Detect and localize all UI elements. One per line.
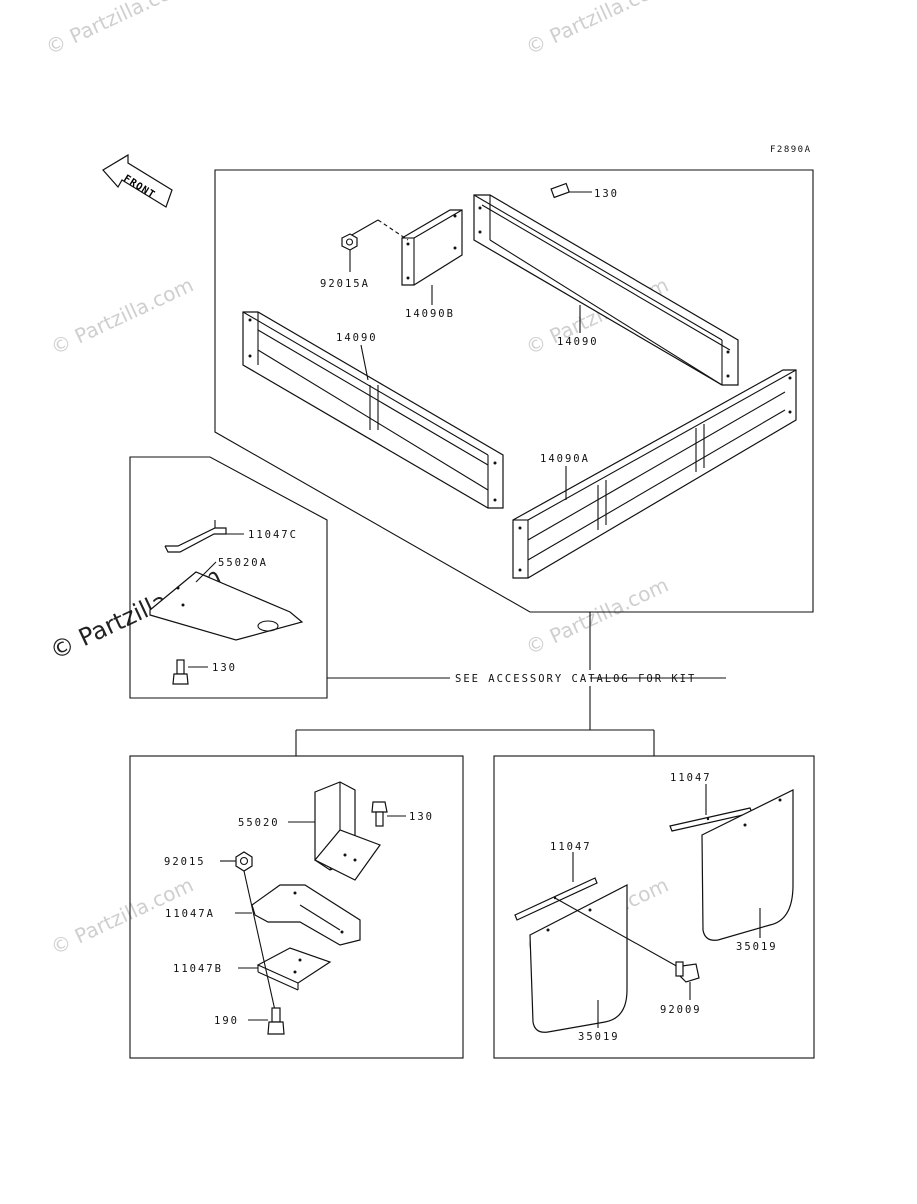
- label-55020: 55020: [238, 817, 280, 829]
- bolt-130-left: [172, 659, 208, 685]
- bolt-190: [248, 1007, 285, 1035]
- diagram-code: F2890A: [770, 145, 812, 155]
- label-14090-left: 14090: [336, 332, 378, 344]
- rail-14090-left: [242, 311, 504, 509]
- label-130-mid: 130: [409, 811, 434, 823]
- bracket-11047C: [164, 520, 244, 553]
- watermark: © Partzilla.com: [47, 273, 197, 360]
- label-14090B: 14090B: [405, 308, 455, 320]
- front-arrow-icon: FRONT: [102, 153, 173, 208]
- label-11047A: 11047A: [165, 908, 215, 920]
- label-11047C: 11047C: [248, 529, 298, 541]
- watermark: © Partzilla.com: [42, 0, 192, 60]
- screw-92009: [554, 897, 700, 1000]
- label-130-left: 130: [212, 662, 237, 674]
- label-11047-top: 11047: [670, 772, 712, 784]
- mudflap-35019-left: [529, 884, 628, 1033]
- label-11047-mid: 11047: [550, 841, 592, 853]
- label-14090-right: 14090: [557, 336, 599, 348]
- bolt-130-mid: [371, 801, 406, 827]
- bolt-130-top: [550, 182, 592, 199]
- panel-14090B: [349, 209, 463, 286]
- skid-plate-box: [129, 456, 328, 699]
- hitch-11047A: [251, 884, 361, 946]
- label-92009: 92009: [660, 1004, 702, 1016]
- nut-92015A: [341, 233, 358, 272]
- label-92015A: 92015A: [320, 278, 370, 290]
- hitch-box: [129, 755, 464, 1059]
- watermark: © Partzilla.com: [522, 573, 672, 660]
- label-14090A: 14090A: [540, 453, 590, 465]
- label-190: 190: [214, 1015, 239, 1027]
- label-130: 130: [594, 188, 619, 200]
- bed-rails-box: [214, 169, 814, 613]
- label-11047B: 11047B: [173, 963, 223, 975]
- label-35019-left: 35019: [578, 1031, 620, 1043]
- nut-92015: [220, 851, 253, 872]
- mudflap-35019-right: [701, 789, 794, 941]
- mudflap-box: [493, 755, 815, 1059]
- accessory-note: SEE ACCESSORY CATALOG FOR KIT: [455, 673, 696, 685]
- label-35019-right: 35019: [736, 941, 778, 953]
- watermarks: © Partzilla.com © Partzilla.com © Partzi…: [42, 0, 672, 960]
- guard-55020: [314, 781, 381, 881]
- rail-14090A: [512, 369, 797, 579]
- label-92015: 92015: [164, 856, 206, 868]
- watermark: © Partzilla.com: [522, 0, 672, 60]
- skid-plate-55020A: [149, 571, 304, 641]
- label-55020A: 55020A: [218, 557, 268, 569]
- rail-14090-rear: [473, 194, 739, 386]
